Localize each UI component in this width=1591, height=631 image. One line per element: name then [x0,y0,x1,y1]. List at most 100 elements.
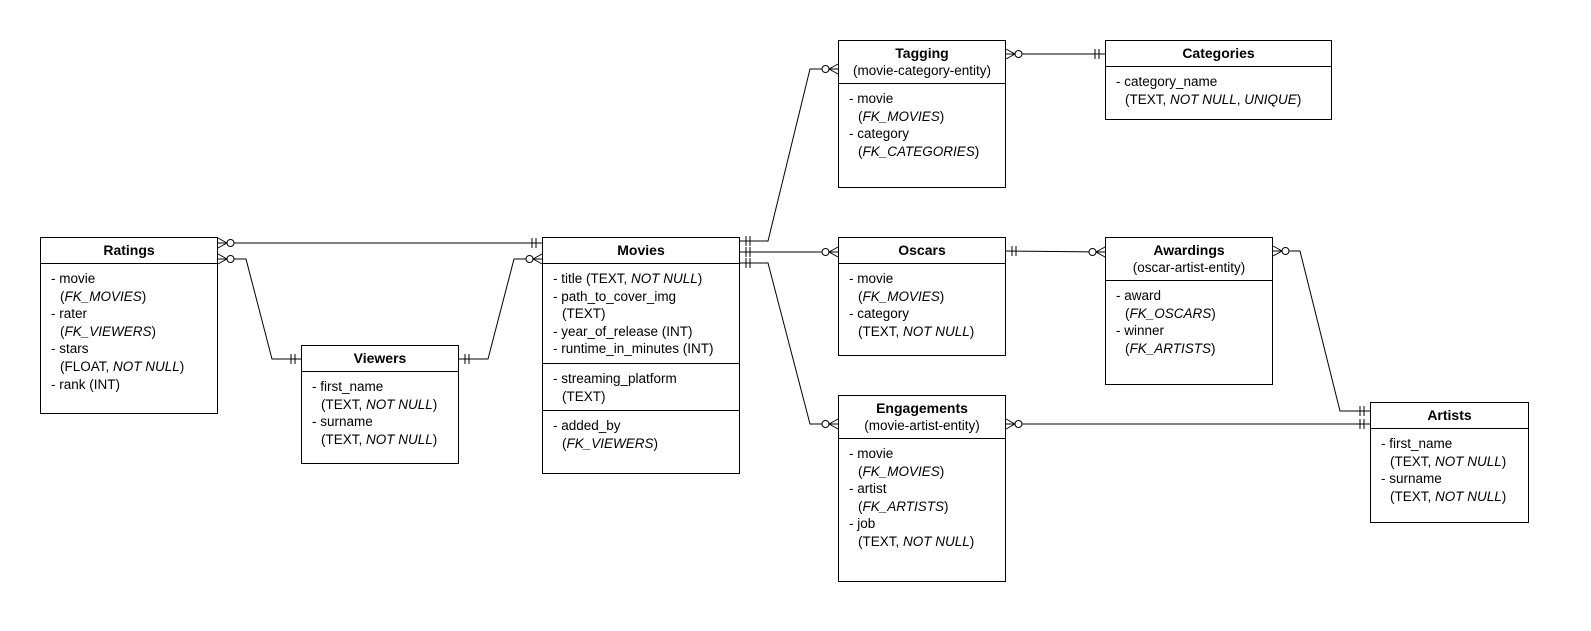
many-optional-marker [1095,251,1106,258]
attribute-line: - year_of_release (INT) [553,323,693,339]
entity-attributes: - category_name (TEXT, NOT NULL, UNIQUE) [1106,67,1331,113]
attribute-section: - movie (FK_MOVIES) - category(FK_CATEGORI… [839,84,1005,165]
entity-attributes: - first_name(TEXT, NOT NULL)- surname(TE… [302,372,458,453]
entity-name: Categories [1182,45,1255,61]
entity-subtitle: (movie-category-entity) [852,63,992,78]
attribute-type-line: (FK_MOVIES) [858,108,945,124]
attribute-line: - rank (INT) [51,376,120,392]
entity-attributes: - movie(FK_MOVIES)- rater(FK_VIEWERS)- s… [41,264,217,398]
entity-attributes: - award(FK_OSCARS)- winner(FK_ARTISTS) [1106,281,1272,362]
many-optional-marker [828,63,839,70]
entity-header: Engagements (movie-artist-entity) [839,396,1005,439]
attribute-type-line: (TEXT, NOT NULL, UNIQUE) [1125,91,1302,107]
entity-header: Categories [1106,41,1331,67]
many-optional-marker [217,258,228,265]
attribute-type-line: (TEXT, NOT NULL) [858,323,975,339]
attribute-type-line: (FK_OSCARS) [1125,305,1216,321]
attribute-section: - first_name(TEXT, NOT NULL)- surname(TE… [1371,429,1528,510]
entity-subtitle: (oscar-artist-entity) [1132,260,1246,275]
edge-oscars-awardings [1005,250,1106,253]
many-optional-marker [828,418,839,425]
entity-categories[interactable]: Categories - category_name (TEXT, NOT NUL… [1105,40,1332,120]
entity-artists[interactable]: Artists - first_name(TEXT, NOT NULL)- su… [1370,402,1529,523]
attribute-type-line: (FK_ARTISTS) [1125,340,1216,356]
attribute-type-line: (TEXT) [562,388,606,404]
entity-name: Viewers [353,350,407,366]
attribute-section: - category_name (TEXT, NOT NULL, UNIQUE) [1106,67,1331,113]
attribute-line: - title (TEXT, NOT NULL) [553,271,703,286]
attribute-line: - surname [1381,471,1442,487]
attribute-line: - movie [849,271,894,286]
attribute-line: - movie [849,91,894,106]
attribute-type-line: (TEXT, NOT NULL) [1390,453,1507,469]
entity-awardings[interactable]: Awardings(oscar-artist-entity) - award(F… [1105,237,1273,385]
attribute-type-line: (TEXT, NOT NULL) [321,396,438,412]
entity-name: Movies [617,242,665,258]
entity-attributes: - movie(FK_MOVIES)- artist(FK_ARTISTS)- … [839,439,1005,556]
attribute-line: - stars [51,341,89,357]
attribute-line: - path_to_cover_img [553,288,677,304]
attribute-section: - title (TEXT, NOT NULL) - path_to_cover_… [543,264,739,364]
edge-viewers-movies [459,258,542,360]
attribute-line: - surname [312,414,373,430]
many-optional-marker [217,242,228,249]
entity-header: Movies [543,238,739,264]
entity-name: Tagging [895,45,949,61]
entity-name: Ratings [103,242,155,258]
entity-name: Artists [1427,407,1472,423]
entity-ratings[interactable]: Ratings - movie(FK_MOVIES)- rater(FK_VIE… [40,237,218,414]
entity-attributes: - movie(FK_MOVIES)- category(TEXT, NOT N… [839,264,1005,345]
attribute-type-line: (FK_VIEWERS) [562,435,659,451]
entity-movies[interactable]: Movies - title (TEXT, NOT NULL) - path_to… [542,237,740,474]
attribute-section: - award(FK_OSCARS)- winner(FK_ARTISTS) [1106,281,1272,362]
entity-oscars[interactable]: Oscars - movie(FK_MOVIES)- category(TEXT… [838,237,1006,356]
attribute-section: - first_name(TEXT, NOT NULL)- surname(TE… [302,372,458,453]
entity-name: Engagements [876,400,968,416]
attribute-section: - movie(FK_MOVIES)- rater(FK_VIEWERS)- s… [41,264,217,398]
edge-movies-tagging [740,68,838,242]
attribute-type-line: (FK_CATEGORIES) [858,143,980,159]
edge-ratings-viewers [218,258,301,360]
many-optional-marker [226,239,235,247]
attribute-line: - artist [849,481,887,497]
attribute-type-line: (FK_MOVIES) [60,288,147,304]
attribute-type-line: (TEXT, NOT NULL) [1390,488,1507,504]
many-optional-marker [217,237,228,244]
many-optional-marker [217,253,228,260]
attribute-section: - movie(FK_MOVIES)- artist(FK_ARTISTS)- … [839,439,1005,556]
many-optional-marker [1095,246,1106,253]
many-optional-marker [828,246,839,253]
attribute-line: - added_by [553,418,621,434]
attribute-section: - movie(FK_MOVIES)- category(TEXT, NOT N… [839,264,1005,345]
entity-viewers[interactable]: Viewers - first_name(TEXT, NOT NULL)- su… [301,345,459,464]
entity-header: Artists [1371,403,1528,429]
attribute-line: - category [849,126,910,142]
attribute-line: - movie [51,271,96,286]
many-optional-marker [828,68,839,75]
many-optional-marker [1005,53,1016,60]
attribute-section: - added_by(FK_VIEWERS) [543,411,739,457]
many-optional-marker [532,258,543,265]
many-optional-marker [1272,250,1283,257]
many-optional-marker [821,65,830,73]
entity-engagements[interactable]: Engagements(movie-artist-entity) - movie… [838,395,1006,582]
attribute-line: - job [849,516,876,532]
attribute-type-line: (TEXT, NOT NULL) [321,431,438,447]
attribute-line: - category_name [1116,74,1218,89]
attribute-type-line: (FK_VIEWERS) [60,323,157,339]
edge-awardings-artists [1273,250,1370,412]
attribute-type-line: (FK_MOVIES) [858,463,945,479]
attribute-type-line: (FLOAT, NOT NULL) [60,358,185,374]
attribute-type-line: (FK_ARTISTS) [858,498,949,514]
many-optional-marker [1005,418,1016,425]
many-optional-marker [1281,247,1290,255]
attribute-type-line: (FK_MOVIES) [858,288,945,304]
entity-subtitle: (movie-artist-entity) [864,418,980,433]
attribute-type-line: (TEXT) [562,306,606,322]
many-optional-marker [828,423,839,430]
attribute-line: - runtime_in_minutes (INT) [553,341,714,357]
attribute-line: - award [1116,288,1162,303]
many-optional-marker [828,251,839,258]
entity-tagging[interactable]: Tagging (movie-category-entity) - movie (F… [838,40,1006,188]
